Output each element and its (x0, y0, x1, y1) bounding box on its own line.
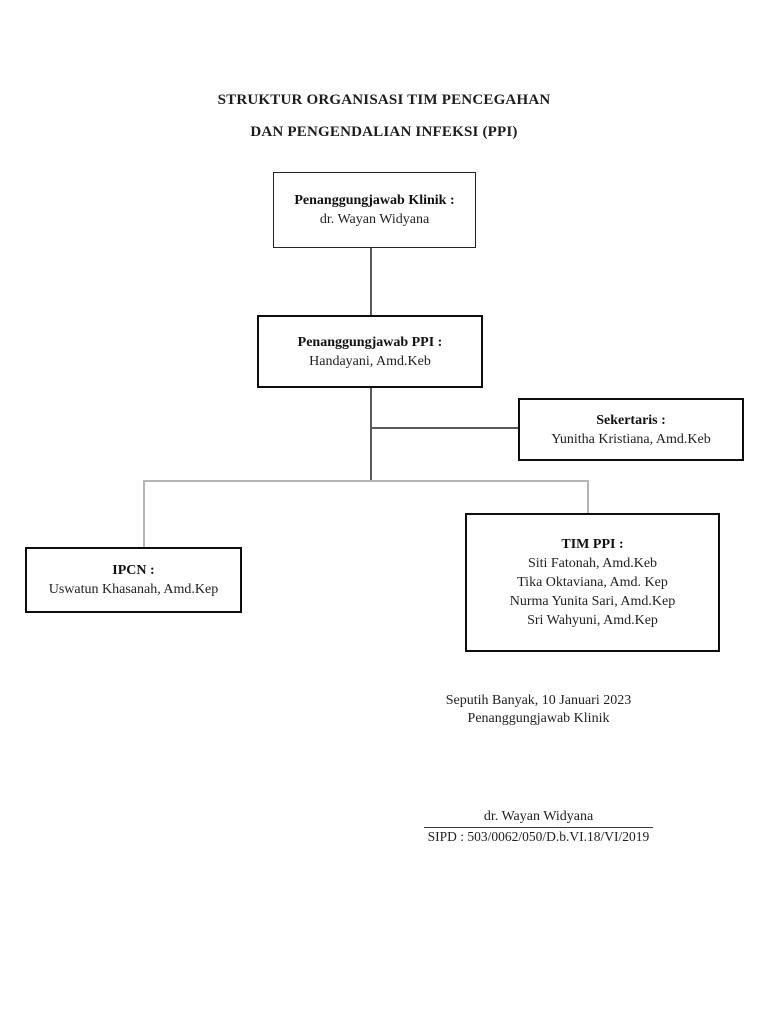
ipcn-name: Uswatun Khasanah, Amd.Kep (48, 582, 219, 597)
signatory-role: Penanggungjawab Klinik (467, 710, 610, 726)
sekertaris-label: Sekertaris : (596, 412, 666, 428)
connector-ppi-down (370, 388, 372, 481)
tim-ppi-label: TIM PPI : (561, 537, 624, 552)
signature-block: dr. Wayan Widyana SIPD : 503/0062/050/D.… (424, 809, 653, 845)
place-date: Seputih Banyak, 10 Januari 2023 (445, 693, 632, 708)
date-role-block: Seputih Banyak, 10 Januari 2023 Penanggu… (412, 692, 665, 727)
document-title-line2: DAN PENGENDALIAN INFEKSI (PPI) (250, 124, 518, 140)
ppi-label: Penanggungjawab PPI : (297, 334, 443, 350)
ppi-name: Handayani, Amd.Keb (309, 353, 431, 369)
tim-ppi-member: Tika Oktaviana, Amd. Kep (517, 575, 668, 590)
org-box-penanggungjawab-klinik: Penanggungjawab Klinik : dr. Wayan Widya… (273, 172, 476, 248)
connector-ppi-to-sekertaris (371, 427, 518, 429)
org-box-sekertaris: Sekertaris : Yunitha Kristiana, Amd.Keb (518, 398, 744, 461)
connector-branch-to-ipcn (143, 480, 145, 547)
org-box-ipcn: IPCN : Uswatun Khasanah, Amd.Kep (25, 547, 242, 613)
klinik-name: dr. Wayan Widyana (319, 212, 430, 227)
document-title-line1: STRUKTUR ORGANISASI TIM PENCEGAHAN (217, 92, 551, 108)
tim-ppi-member: Siti Fatonah, Amd.Keb (527, 556, 658, 571)
klinik-label: Penanggungjawab Klinik : (294, 193, 455, 208)
sekertaris-name: Yunitha Kristiana, Amd.Keb (551, 431, 711, 447)
signatory-name: dr. Wayan Widyana (424, 809, 653, 828)
sipd-number: SIPD : 503/0062/050/D.b.VI.18/VI/2019 (427, 829, 650, 844)
connector-klinik-to-ppi (370, 248, 372, 315)
tim-ppi-member: Nurma Yunita Sari, Amd.Kep (509, 594, 676, 609)
tim-ppi-member: Sri Wahyuni, Amd.Kep (527, 613, 658, 628)
ipcn-label: IPCN : (112, 563, 155, 578)
connector-branch-horizontal (143, 480, 589, 482)
org-box-tim-ppi: TIM PPI : Siti Fatonah, Amd.Keb Tika Okt… (465, 513, 720, 652)
connector-branch-to-tim-ppi (587, 480, 589, 513)
org-box-penanggungjawab-ppi: Penanggungjawab PPI : Handayani, Amd.Keb (257, 315, 483, 388)
